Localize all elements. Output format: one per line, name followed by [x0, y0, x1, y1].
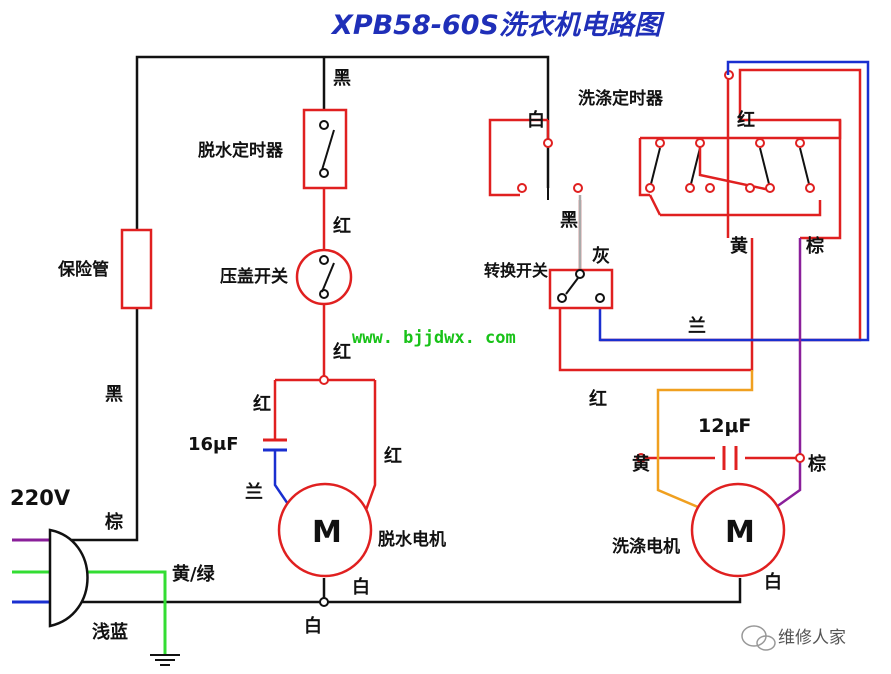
- lid-switch: [295, 248, 353, 306]
- website-url: www. bjjdwx. com: [352, 328, 516, 348]
- diagram-title: XPB58-60S洗衣机电路图: [330, 10, 665, 41]
- wechat-icon: [741, 625, 776, 651]
- label-brown-2: 棕: [806, 235, 824, 257]
- label-yellow-1: 黄: [730, 235, 748, 257]
- watermark-text: 维修人家: [778, 628, 846, 648]
- capacitor-16uf-icon: [263, 438, 287, 452]
- label-black-left: 黑: [105, 384, 123, 405]
- motor-m1-label: M: [312, 515, 342, 550]
- label-red-2: 红: [333, 341, 351, 363]
- timer-contact-dots: [517, 70, 815, 193]
- blue-motor-wire: [273, 450, 294, 511]
- junction-node: [319, 375, 329, 385]
- label-wash-timer: 洗涤定时器: [578, 88, 664, 109]
- label-dehydration-motor: 脱水电机: [378, 529, 446, 550]
- label-transfer-switch: 转换开关: [484, 261, 548, 280]
- label-red-6: 红: [589, 388, 607, 410]
- timer-contact-lines: [547, 147, 811, 200]
- label-black-2: 黑: [560, 210, 578, 231]
- label-yellow-green: 黄/绿: [172, 563, 216, 585]
- ground-wire: [12, 570, 167, 655]
- dehydration-motor: [277, 482, 373, 578]
- label-red-4: 红: [384, 445, 402, 467]
- power-cord: [12, 528, 89, 628]
- label-red-5: 红: [737, 109, 755, 131]
- wash-motor: [690, 482, 786, 578]
- neutral-node: [319, 597, 329, 607]
- label-cap-16: 16μF: [188, 434, 239, 455]
- label-brown-3: 棕: [808, 453, 826, 475]
- label-gray: 灰: [592, 245, 610, 267]
- label-black-top: 黑: [333, 68, 351, 89]
- label-cap-12: 12μF: [698, 415, 751, 437]
- fuse-component: [120, 228, 153, 310]
- label-dehydration-timer: 脱水定时器: [198, 140, 284, 161]
- purple-wire: [771, 238, 802, 512]
- blue-transfer-wire: [598, 60, 870, 342]
- capacitor-12uf-icon: [636, 446, 805, 470]
- label-blue-2: 兰: [688, 315, 706, 337]
- plug-icon: [48, 528, 89, 628]
- label-light-blue: 浅蓝: [92, 621, 128, 643]
- black-top-wire: [135, 55, 550, 230]
- label-yellow-2: 黄: [632, 453, 650, 475]
- label-white-2: 白: [304, 615, 322, 637]
- label-lid-switch: 压盖开关: [220, 266, 288, 287]
- label-wash-motor: 洗涤电机: [612, 536, 680, 557]
- label-blue-1: 兰: [245, 481, 263, 503]
- label-fuse: 保险管: [57, 259, 109, 280]
- transfer-switch: [548, 268, 614, 310]
- label-white-1: 白: [352, 576, 370, 598]
- label-voltage: 220V: [10, 486, 71, 510]
- label-white-4: 白: [764, 571, 782, 593]
- motor-m2-label: M: [725, 515, 755, 550]
- neutral-wire: [12, 578, 742, 604]
- label-red-3: 红: [253, 393, 271, 415]
- ground-symbol-icon: [150, 654, 180, 666]
- label-red-1: 红: [333, 215, 351, 237]
- label-brown-1: 棕: [105, 511, 123, 533]
- label-white-3: 白: [527, 109, 545, 131]
- orange-wire: [656, 370, 754, 512]
- dehydration-timer-switch: [302, 108, 348, 190]
